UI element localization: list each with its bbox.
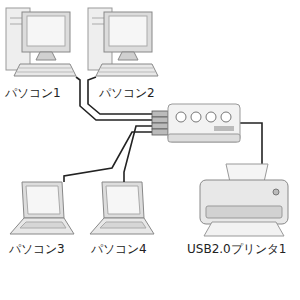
printer-label: USB2.0プリンタ1 [186, 242, 287, 257]
computer-label: パソコン1 [4, 86, 62, 101]
caption-text: パソコン3 [8, 242, 66, 257]
caption-text: パソコン2 [98, 86, 156, 101]
caption-text: パソコン4 [90, 242, 148, 257]
caption-text: パソコン1 [4, 86, 62, 101]
computer-label: パソコン2 [98, 86, 156, 101]
computer-label: パソコン3 [8, 242, 66, 257]
caption-text: USB2.0プリンタ1 [186, 242, 287, 257]
computer-label: パソコン4 [90, 242, 148, 257]
